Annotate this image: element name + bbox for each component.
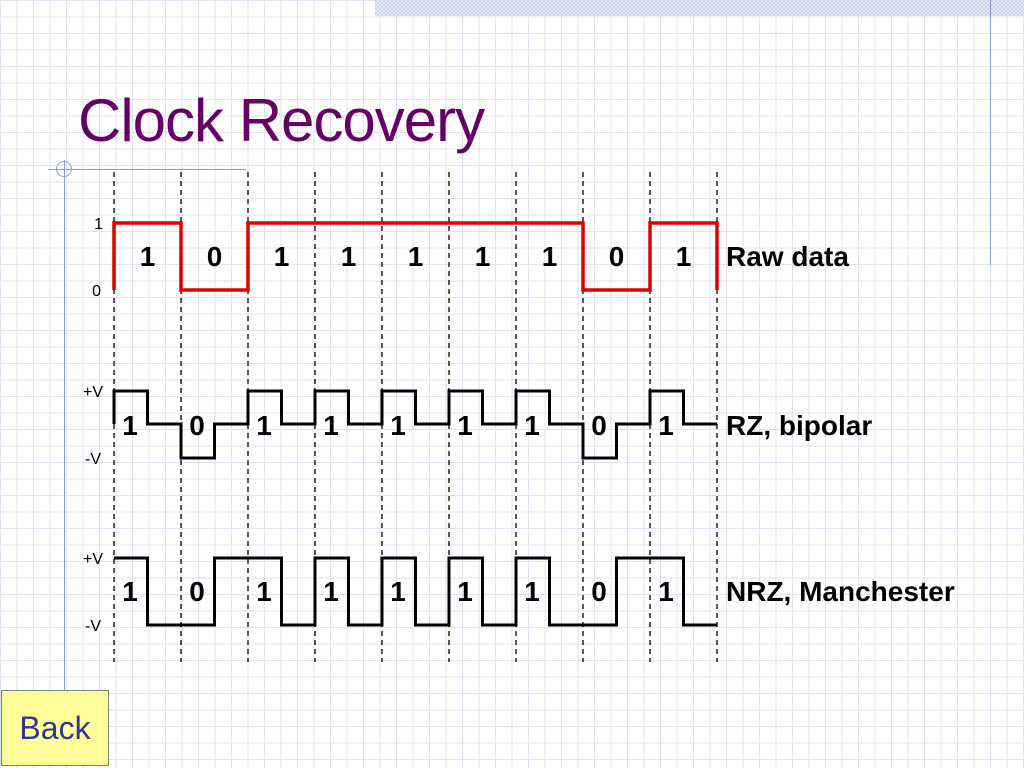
- bit-label: 1: [457, 410, 473, 441]
- left-decor-rule: [64, 160, 65, 760]
- low-level-label: -V: [85, 618, 101, 635]
- right-decor-rule: [990, 0, 991, 265]
- top-decor-band: [375, 0, 1024, 16]
- slide-title: Clock Recovery: [78, 87, 485, 154]
- bit-label: 1: [274, 241, 290, 272]
- high-level-label: +V: [83, 551, 103, 568]
- manchester-trace: [114, 556, 717, 627]
- low-level-label: -V: [85, 451, 101, 468]
- bit-label: 1: [475, 241, 491, 272]
- bit-label: 0: [591, 576, 607, 607]
- bit-label: 0: [207, 241, 223, 272]
- bit-label: 0: [591, 410, 607, 441]
- title-underline: [48, 169, 246, 170]
- bit-label: 1: [122, 576, 138, 607]
- decor-circle-icon: [56, 161, 72, 177]
- bit-label: 1: [542, 241, 558, 272]
- bit-label: 0: [189, 410, 205, 441]
- bit-label: 1: [323, 410, 339, 441]
- bit-label: 1: [390, 410, 406, 441]
- rz-bipolar-trace: [112, 389, 717, 460]
- raw-data-trace: [112, 221, 719, 292]
- bit-label: 1: [658, 410, 674, 441]
- bit-label: 1: [256, 576, 272, 607]
- bit-label: 0: [189, 576, 205, 607]
- bit-label: 1: [676, 241, 692, 272]
- high-level-label: 1: [94, 216, 103, 233]
- signal-name-label: NRZ, Manchester: [726, 576, 955, 607]
- bit-label: 1: [323, 576, 339, 607]
- bit-label: 1: [390, 576, 406, 607]
- low-level-label: 0: [92, 283, 101, 300]
- signal-name-label: Raw data: [726, 241, 849, 272]
- bit-label: 1: [658, 576, 674, 607]
- bit-label: 1: [524, 410, 540, 441]
- bit-label: 1: [256, 410, 272, 441]
- bit-label: 0: [609, 241, 625, 272]
- signal-name-label: RZ, bipolar: [726, 410, 872, 441]
- signal-traces: [112, 221, 719, 627]
- bit-label: 1: [457, 576, 473, 607]
- bit-label: 1: [140, 241, 156, 272]
- bit-label: 1: [341, 241, 357, 272]
- bit-label: 1: [408, 241, 424, 272]
- back-button[interactable]: Back: [1, 690, 109, 766]
- bit-label: 1: [524, 576, 540, 607]
- high-level-label: +V: [83, 384, 103, 401]
- bit-label: 1: [122, 410, 138, 441]
